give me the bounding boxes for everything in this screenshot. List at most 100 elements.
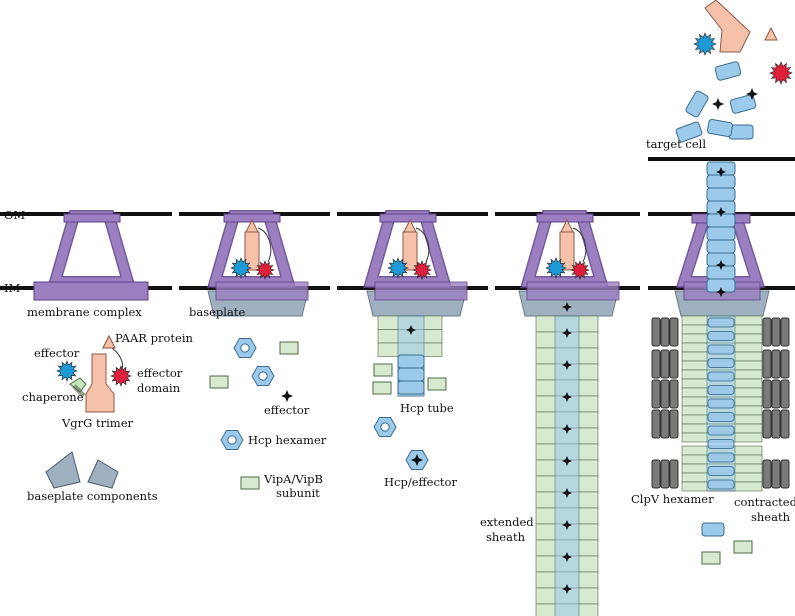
effector-star-icon [562, 424, 572, 434]
vgrg-assembly-3 [402, 218, 430, 271]
clpv-subunit [651, 317, 661, 347]
clpv-subunit [762, 459, 772, 489]
vgrg-assembly-2 [244, 218, 272, 271]
baseplate-shape-2 [207, 281, 309, 317]
hcp-ring [707, 331, 735, 341]
label-vipab-1: VipA/VipB [263, 472, 323, 486]
hcp-ring [729, 94, 757, 114]
label-om: OM [4, 208, 25, 222]
effector-star-icon [716, 287, 726, 297]
hcp-ring [706, 226, 736, 241]
extended-sheath-4 [535, 302, 599, 616]
clpv-subunit [762, 379, 772, 409]
hcp-ring [397, 367, 425, 382]
clpv-subunit [669, 317, 679, 347]
hcp-ring [707, 439, 735, 449]
clpv-subunit [762, 409, 772, 439]
effector-star-icon [562, 456, 572, 466]
hcp-ring [707, 452, 735, 463]
effector-star-icon [562, 520, 572, 530]
clpv-hexamers [651, 317, 790, 489]
clpv-subunit [780, 409, 790, 439]
sheath-subunit-icon [209, 375, 229, 389]
sheath-subunit-icon [733, 540, 753, 554]
hcp-hexamer-icon [251, 366, 275, 386]
clpv-subunit [669, 379, 679, 409]
hcp-effector-icon [405, 450, 429, 470]
label-effector-domain-1: effector [137, 366, 183, 380]
sheath-subunit-icon [701, 551, 721, 565]
hcp-ring [707, 425, 735, 436]
hcp-ring [707, 317, 735, 328]
effector-star-icon [562, 302, 572, 312]
chaperone-shape [69, 377, 87, 398]
clpv-subunit [780, 349, 790, 379]
clpv-subunit [669, 459, 679, 489]
effector-star-icon [281, 390, 293, 402]
sheath-subunit-icon [279, 341, 299, 355]
hcp-ring [707, 398, 735, 409]
hcp-ring [706, 118, 734, 138]
blue-effector-icon [56, 360, 78, 382]
clpv-subunit [771, 349, 781, 379]
clpv-subunit [651, 349, 661, 379]
hcp-ring [675, 121, 703, 143]
label-vipab-2: subunit [276, 486, 320, 500]
red-effector-icon [412, 260, 432, 280]
red-effector-icon [110, 365, 132, 387]
label-chaperone: chaperone [22, 390, 84, 404]
effector-star-icon [562, 584, 572, 594]
label-membrane-complex: membrane complex [27, 305, 142, 319]
clpv-subunit [660, 349, 670, 379]
clpv-subunit [669, 409, 679, 439]
red-effector-icon [255, 260, 275, 280]
effector-star-icon [712, 98, 724, 110]
vgrg-trimer-shape [85, 334, 123, 413]
label-hcp-tube: Hcp tube [400, 401, 454, 415]
hcp-tube-5 [706, 161, 736, 490]
hcp-ring [707, 344, 735, 355]
clpv-subunit [660, 459, 670, 489]
sheath-subunit-icon [372, 381, 392, 395]
released-hcp-rings [675, 61, 758, 143]
clpv-subunit [651, 379, 661, 409]
clpv-subunit [660, 379, 670, 409]
hcp-hexamer-icon [373, 417, 397, 437]
hcp-ring [701, 522, 725, 537]
hcp-ring [706, 239, 736, 254]
sheath-subunit-icon [373, 363, 393, 377]
label-extended-2: sheath [486, 530, 526, 544]
hcp-ring [685, 90, 709, 118]
effector-star-icon [562, 552, 572, 562]
clpv-subunit [660, 317, 670, 347]
blue-effector-icon [545, 257, 567, 279]
released-vgrg [704, 0, 778, 53]
hcp-tube-core [397, 315, 425, 357]
short-sheath-3 [377, 315, 443, 395]
clpv-subunit [780, 379, 790, 409]
clpv-subunit [771, 459, 781, 489]
blue-effector-icon [230, 257, 252, 279]
effector-star-icon [562, 360, 572, 370]
blue-effector-icon [693, 32, 717, 56]
sheath-subunit-icon [240, 476, 260, 490]
label-extended-1: extended [480, 515, 534, 529]
clpv-subunit [771, 409, 781, 439]
clpv-subunit [651, 459, 661, 489]
hcp-ring [707, 479, 735, 490]
label-clpv-hexamer: ClpV hexamer [631, 492, 714, 506]
clpv-subunit [771, 317, 781, 347]
hcp-hexamer-icon [220, 430, 244, 450]
clpv-subunit [660, 409, 670, 439]
hcp-ring [397, 380, 425, 395]
clpv-subunit [780, 459, 790, 489]
free-sheath-subunits [209, 341, 753, 565]
hcp-ring [707, 412, 735, 422]
diagram-labels: OM IM membrane complex PAAR protein effe… [4, 137, 795, 544]
hcp-ring [707, 385, 735, 395]
effector-star-icon [562, 488, 572, 498]
baseplate-shape-3 [366, 281, 468, 317]
label-contracted-1: contracted [734, 495, 795, 509]
label-contracted-2: sheath [751, 510, 791, 524]
effector-star-icon [716, 167, 726, 177]
